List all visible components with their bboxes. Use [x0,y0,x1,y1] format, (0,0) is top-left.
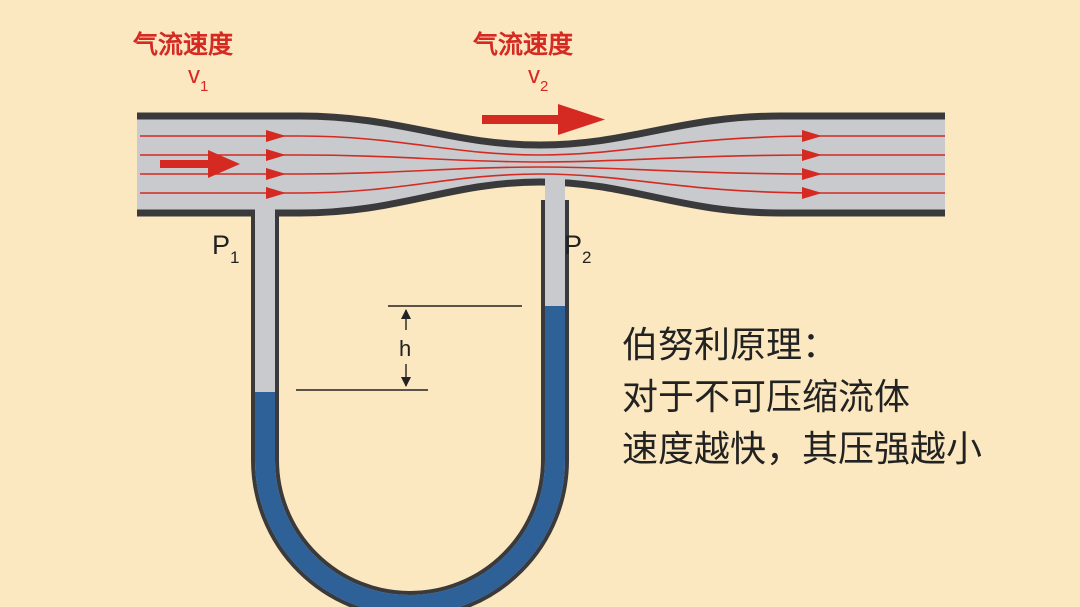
principle-line-1: 对于不可压缩流体 [622,377,911,418]
velocity-2-title: 气流速度 [472,30,573,59]
streamline-arrowhead [266,130,286,142]
velocity-1-symbol: v1 [188,62,208,95]
streamlines [140,135,945,194]
pipe-body [137,116,945,213]
streamline [140,173,945,194]
bernoulli-principle-text: 伯努利原理： 对于不可压缩流体 速度越快，其压强越小 [622,320,982,476]
pressure-1-label: P1 [212,230,239,267]
streamline [140,154,945,163]
principle-title: 伯努利原理： [622,325,839,366]
tap-opening-1 [255,205,275,225]
height-arrowhead-up [401,309,411,319]
flow-arrow-throat [482,104,605,135]
streamline-arrowhead [802,130,822,142]
velocity-1-title: 气流速度 [132,30,233,59]
streamline-arrows [266,130,822,199]
flow-arrow-inlet [160,150,240,178]
streamline-arrowhead [266,168,286,180]
pipe-top-wall [137,112,945,149]
u-tube-manometer [251,200,569,607]
pressure-2-label: P2 [564,230,591,267]
streamline-arrowhead [802,149,822,161]
velocity-1-label: 气流速度 v1 [132,30,233,95]
streamline-arrowhead [802,168,822,180]
u-tube-outer-wall [251,200,569,607]
height-indicator: h [296,305,522,391]
height-arrowhead-down [401,377,411,387]
tap-opening-2 [545,176,565,212]
principle-line-2: 速度越快，其压强越小 [622,429,983,470]
streamline [140,135,945,156]
pipe-bottom-wall [137,178,945,217]
streamline-arrowhead [266,149,286,161]
u-tube-liquid [255,306,565,607]
streamline-arrowhead [266,187,286,199]
streamline-arrowhead [802,187,822,199]
streamline [140,166,945,175]
height-label: h [399,336,411,361]
velocity-2-symbol: v2 [528,62,548,95]
velocity-2-label: 气流速度 v2 [472,30,573,95]
